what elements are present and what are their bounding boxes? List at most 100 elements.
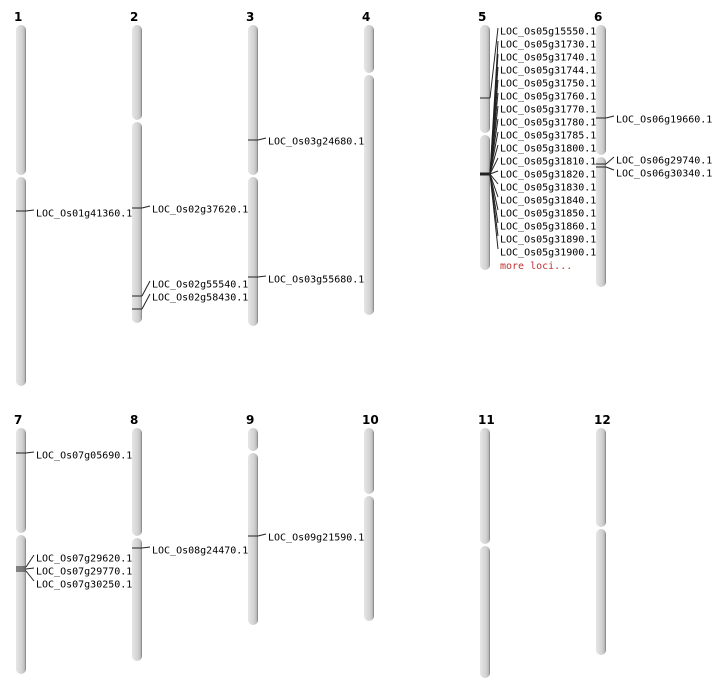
chromosome-arm-long — [364, 75, 374, 315]
locus-label[interactable]: LOC_Os03g24680.1 — [268, 137, 364, 148]
locus-label[interactable]: LOC_Os07g05690.1 — [36, 451, 132, 462]
locus-label[interactable]: LOC_Os05g31860.1 — [500, 222, 596, 233]
locus-connector — [605, 166, 615, 171]
locus-label[interactable]: LOC_Os07g30250.1 — [36, 580, 132, 591]
chromosome-number: 11 — [478, 413, 495, 427]
chromosome-number: 7 — [14, 413, 22, 427]
locus-label[interactable]: LOC_Os05g31760.1 — [500, 92, 596, 103]
chromosome-arm-short — [16, 25, 26, 175]
locus-label[interactable]: LOC_Os05g15550.1 — [500, 27, 596, 38]
chromosome-6: 6LOC_Os06g19660.1LOC_Os06g29740.1LOC_Os0… — [594, 10, 712, 287]
chromosome-arm-short — [364, 25, 374, 73]
locus-label[interactable]: LOC_Os07g29620.1 — [36, 554, 132, 565]
locus-label[interactable]: LOC_Os09g21590.1 — [268, 533, 364, 544]
locus-label[interactable]: LOC_Os05g31780.1 — [500, 118, 596, 129]
chromosome-arm-long — [248, 453, 258, 625]
chromosome-arm-short — [132, 428, 142, 536]
chromosome-arm-long — [132, 122, 142, 323]
locus-label[interactable]: LOC_Os06g19660.1 — [616, 115, 712, 126]
chromosome-7: 7LOC_Os07g05690.1LOC_Os07g29620.1LOC_Os0… — [14, 413, 132, 674]
chromosome-10: 10 — [362, 413, 379, 621]
locus-connector — [489, 173, 499, 250]
chromosome-number: 3 — [246, 10, 254, 24]
locus-connector — [489, 170, 499, 175]
chromosome-arm-short — [248, 25, 258, 175]
locus-label[interactable]: LOC_Os05g31740.1 — [500, 53, 596, 64]
locus-label[interactable]: LOC_Os02g37620.1 — [152, 205, 248, 216]
locus-label[interactable]: LOC_Os06g30340.1 — [616, 169, 712, 180]
chromosome-arm-long — [248, 177, 258, 326]
locus-connector — [141, 280, 151, 297]
chromosome-arm-short — [480, 428, 490, 544]
locus-label[interactable]: LOC_Os05g31830.1 — [500, 183, 596, 194]
chromosome-arm-long — [364, 496, 374, 621]
chromosome-12: 12 — [594, 413, 611, 655]
chromosome-arm-short — [480, 25, 490, 133]
more-loci-link[interactable]: more loci... — [500, 261, 572, 272]
chromosome-number: 8 — [130, 413, 138, 427]
chromosome-number: 2 — [130, 10, 138, 24]
locus-label[interactable]: LOC_Os06g29740.1 — [616, 156, 712, 167]
chromosome-arm-long — [16, 535, 26, 674]
locus-connector — [489, 157, 499, 175]
chromosome-arm-long — [480, 135, 490, 270]
chromosome-number: 9 — [246, 413, 254, 427]
locus-connector — [489, 173, 499, 185]
locus-connector — [489, 131, 499, 175]
locus-connector — [605, 115, 615, 119]
chromosome-arm-short — [248, 428, 258, 451]
locus-label[interactable]: LOC_Os05g31820.1 — [500, 170, 596, 181]
chromosome-number: 1 — [14, 10, 22, 24]
chromosome-arm-long — [132, 538, 142, 661]
chromosome-number: 6 — [594, 10, 602, 24]
locus-connector — [25, 567, 35, 570]
locus-label[interactable]: LOC_Os05g31850.1 — [500, 209, 596, 220]
locus-connector — [25, 451, 35, 454]
locus-label[interactable]: LOC_Os05g31744.1 — [500, 66, 596, 77]
chromosome-arm-long — [596, 529, 606, 655]
chromosome-arm-long — [480, 546, 490, 678]
chromosome-11: 11 — [478, 413, 495, 678]
locus-label[interactable]: LOC_Os05g31890.1 — [500, 235, 596, 246]
locus-label[interactable]: LOC_Os07g29770.1 — [36, 567, 132, 578]
locus-label[interactable]: LOC_Os03g55680.1 — [268, 275, 364, 286]
locus-label[interactable]: LOC_Os05g31800.1 — [500, 144, 596, 155]
locus-connector — [141, 546, 151, 549]
locus-label[interactable]: LOC_Os01g41360.1 — [36, 209, 132, 220]
locus-label[interactable]: LOC_Os05g31730.1 — [500, 40, 596, 51]
locus-connector — [257, 275, 267, 278]
chromosome-2: 2LOC_Os02g37620.1LOC_Os02g55540.1LOC_Os0… — [130, 10, 248, 323]
chromosome-arm-short — [132, 25, 142, 120]
locus-connector — [25, 209, 35, 212]
locus-connector — [489, 27, 499, 99]
locus-label[interactable]: LOC_Os05g31810.1 — [500, 157, 596, 168]
locus-label[interactable]: LOC_Os05g31770.1 — [500, 105, 596, 116]
locus-label[interactable]: LOC_Os05g31840.1 — [500, 196, 596, 207]
chromosome-arm-short — [596, 428, 606, 527]
chromosome-number: 10 — [362, 413, 379, 427]
locus-label[interactable]: LOC_Os05g31900.1 — [500, 248, 596, 259]
locus-label[interactable]: LOC_Os02g55540.1 — [152, 280, 248, 291]
chromosome-5: 5LOC_Os05g15550.1LOC_Os05g31730.1LOC_Os0… — [478, 10, 596, 272]
locus-connector — [605, 156, 615, 165]
locus-label[interactable]: LOC_Os02g58430.1 — [152, 293, 248, 304]
chromosome-number: 5 — [478, 10, 486, 24]
locus-connector — [141, 293, 151, 310]
locus-connector — [25, 570, 35, 582]
locus-connector — [25, 554, 35, 568]
locus-connector — [141, 205, 151, 209]
locus-label[interactable]: LOC_Os05g31750.1 — [500, 79, 596, 90]
chromosome-number: 4 — [362, 10, 370, 24]
chromosome-arm-short — [364, 428, 374, 494]
locus-connector — [489, 144, 499, 175]
chromosome-arm-short — [596, 25, 606, 155]
chromosome-arm-long — [596, 157, 606, 287]
locus-label[interactable]: LOC_Os08g24470.1 — [152, 546, 248, 557]
locus-label[interactable]: LOC_Os05g31785.1 — [500, 131, 596, 142]
chromosome-arm-short — [16, 428, 26, 533]
